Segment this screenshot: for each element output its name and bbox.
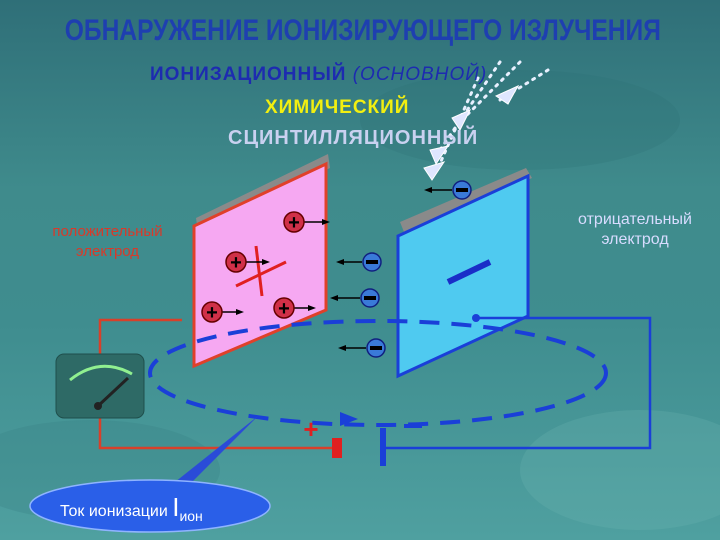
- method-chemical: ХИМИЧЕСКИЙ: [265, 97, 410, 118]
- meter-pivot: [94, 402, 102, 410]
- method-ionization: ИОНИЗАЦИОННЫЙ (ОСНОВНОЙ): [150, 64, 487, 86]
- callout-pointer: [160, 416, 258, 498]
- negative-ion: [338, 338, 386, 358]
- svg-text:+: +: [278, 298, 290, 320]
- meter-scale: [69, 364, 133, 382]
- negative-plate-shadow: [400, 168, 532, 232]
- current-loop: [148, 319, 608, 427]
- current-symbol: I: [172, 492, 180, 522]
- negative-ions: [330, 180, 472, 358]
- meter-needle: [96, 376, 130, 408]
- minus-mark: [446, 259, 492, 285]
- svg-text:+: +: [230, 252, 242, 274]
- method-ionization-label: ИОНИЗАЦИОННЫЙ: [150, 64, 347, 85]
- battery-plus-sign: +: [303, 414, 318, 444]
- positive-electrode-label: положительный электрод: [52, 223, 163, 260]
- battery-positive-terminal: [332, 438, 342, 458]
- svg-text:+: +: [206, 302, 218, 324]
- negative-ion: [336, 252, 382, 272]
- plus-mark-horizontal: [235, 260, 287, 288]
- positive-ion: +: [225, 251, 270, 274]
- wire-junction: [472, 314, 480, 322]
- negative-electrode-label: отрицательный электрод: [578, 211, 692, 248]
- plus-mark-vertical: [254, 245, 264, 297]
- slide-title: ОБНАРУЖЕНИЕ ИОНИЗИРУЮЩЕГО ИЗЛУЧЕНИЯ: [64, 14, 661, 47]
- positive-ion: +: [273, 297, 316, 320]
- positive-ion: +: [201, 301, 244, 324]
- callout-bubble: [29, 479, 271, 533]
- battery-minus-sign: [404, 424, 422, 428]
- svg-text:+: +: [288, 212, 300, 234]
- negative-ion: [330, 288, 380, 308]
- negative-ion: [424, 180, 472, 200]
- ionization-current-label: Ток ионизации Iион: [60, 492, 203, 524]
- current-direction-arrow: [340, 412, 358, 426]
- ionization-current-text: Ток ионизации: [60, 503, 168, 520]
- method-scintillation: СЦИНТИЛЛЯЦИОННЫЙ: [228, 127, 479, 149]
- radiation-arrowheads: [423, 84, 520, 181]
- positive-ions: + + + +: [201, 211, 330, 324]
- battery-negative-terminal: [380, 428, 386, 466]
- method-ionization-note: (ОСНОВНОЙ): [352, 64, 488, 85]
- current-subscript: ион: [179, 508, 203, 524]
- positive-ion: +: [283, 211, 330, 234]
